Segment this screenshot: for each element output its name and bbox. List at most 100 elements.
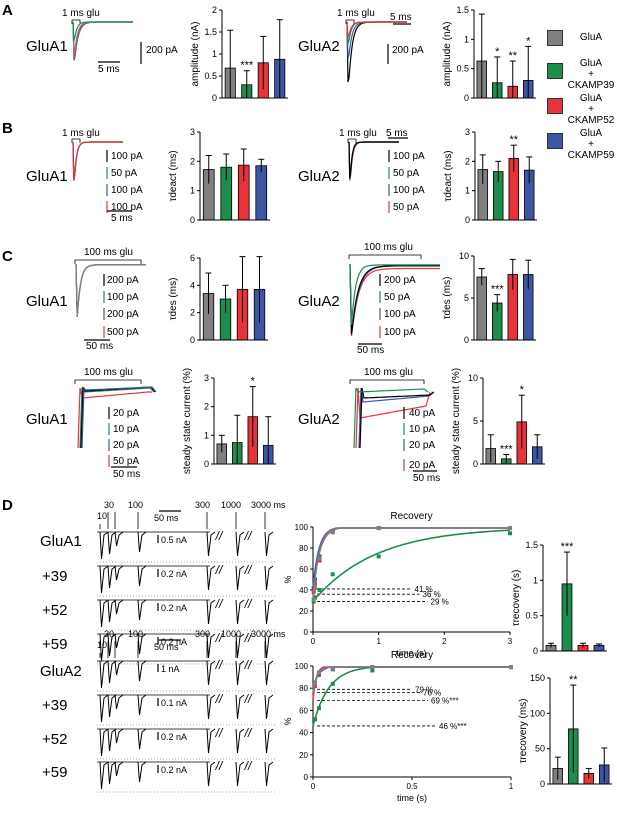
d-row2-0-scale: 1 nA — [161, 664, 180, 674]
c-time2: 50 ms — [357, 345, 385, 356]
panel-label-b: B — [2, 120, 13, 137]
y-axis-label: amplitude (nA) — [442, 21, 453, 86]
pp-pulse-a-0-1 — [107, 531, 117, 555]
legend-swatch-ckamp52 — [547, 98, 563, 114]
a-glu1-bar — [71, 19, 81, 24]
axis-break-mark: // — [215, 658, 224, 672]
pp-pulse-b-3-2 — [114, 761, 124, 777]
c-scale2-1: 50 pA — [384, 292, 411, 303]
y-tick-label: 0.5 — [525, 611, 538, 621]
y-axis-label: % — [283, 717, 293, 725]
data-point-ckamp39 — [370, 668, 375, 673]
axis-break-mark: // — [215, 726, 224, 740]
c3-trace-ckamp39 — [79, 387, 155, 449]
pp-pulse-b-1-3 — [137, 694, 147, 716]
pp-pulse-b-3-6 — [264, 761, 274, 787]
significance-mark: * — [495, 46, 500, 58]
pp-pulse-a-3-5 — [235, 633, 245, 659]
y-axis-label: % — [283, 575, 293, 583]
y-tick-label: 60 — [299, 565, 308, 574]
legend-swatch-ckamp39 — [547, 63, 563, 79]
receptor-label-c-glua1: GluA1 — [26, 293, 68, 310]
d-interval-1000: 1000 — [221, 500, 242, 510]
a-glu2-bar — [345, 19, 355, 24]
pp-pulse-b-2-0 — [99, 728, 109, 757]
y-tick-label: 100 — [295, 662, 309, 671]
d-row2-1-name: +39 — [42, 697, 68, 714]
y-tick-label: 80 — [299, 544, 308, 553]
y-tick-label: 0 — [204, 459, 209, 469]
pp-pulse-a-1-2 — [114, 565, 124, 581]
significance-mark: *** — [500, 444, 514, 456]
data-point-gluA — [311, 597, 316, 602]
pp-pulse-a-1-6 — [264, 565, 274, 591]
b-scale2-1: 50 pA — [393, 168, 420, 179]
bar-gluA — [476, 276, 487, 341]
pp-pulse-a-0-0 — [99, 531, 109, 560]
d-interval-30: 30 — [104, 500, 115, 510]
y-tick-label: 20 — [299, 751, 308, 760]
axis-break-mark: // — [244, 658, 253, 672]
y-tick-label: 0 — [304, 628, 309, 637]
data-point-ckamp39 — [316, 706, 321, 711]
b-scale2-0: 100 pA — [393, 151, 425, 162]
annotation-label: 36 % — [423, 590, 441, 599]
pp-pulse-b-2-2 — [114, 728, 124, 744]
y-axis-label: τdes (ms) — [442, 277, 453, 320]
axis-break-mark: // — [215, 529, 224, 543]
y-tick-label: 0 — [465, 215, 470, 225]
c-scale3-0: 20 pA — [113, 408, 140, 419]
c1-trace-gluA — [75, 263, 146, 317]
pp-pulse-a-2-1 — [107, 599, 117, 623]
c-scale1-2: 200 pA — [107, 309, 139, 320]
pp-pulse-a-3-4 — [206, 633, 216, 659]
bar-ckamp59 — [255, 165, 268, 221]
data-point-gluA — [312, 681, 317, 686]
d-interval-3000: 3000 ms — [251, 500, 286, 510]
fit-curve-ckamp59 — [312, 666, 511, 690]
y-tick-label: 0 — [464, 335, 469, 345]
y-axis-label: τrecovery (s) — [511, 570, 522, 627]
pp-pulse-b-0-4 — [206, 660, 216, 686]
c3-trace-ckamp59 — [81, 386, 157, 449]
y-tick-label: 1 — [204, 430, 209, 440]
data-point-ckamp39 — [317, 588, 322, 592]
d-row2-2-scale: 0.2 nA — [161, 732, 188, 742]
c-glu3-label: 100 ms glu — [84, 367, 133, 378]
a-scale1-y: 200 pA — [146, 45, 178, 56]
data-point-gluA — [316, 670, 321, 675]
y-axis-label: τdeact (ms) — [168, 150, 179, 201]
pp-pulse-b-1-6 — [264, 694, 274, 720]
significance-mark: *** — [561, 541, 575, 553]
c-scale2-3: 100 pA — [384, 327, 416, 338]
significance-mark: *** — [491, 284, 505, 296]
y-tick-label: 40 — [299, 586, 308, 595]
c-glu2-bar — [348, 254, 422, 259]
y-tick-label: 0.5 — [456, 64, 469, 74]
y-tick-label: 5 — [473, 416, 478, 426]
d-row2-3-name: +59 — [42, 764, 68, 781]
d2-interval-10: 10 — [97, 640, 108, 650]
data-point-ckamp39 — [312, 595, 317, 600]
y-tick-label: 20 — [299, 607, 308, 616]
y-tick-label: 0 — [190, 215, 195, 225]
y-tick-label: 1 — [533, 575, 538, 585]
pp-pulse-a-1-0 — [99, 565, 109, 594]
d-row1-1-scale: 0.2 nA — [161, 569, 188, 579]
c-glu1-bar — [74, 259, 142, 264]
d-row1-1-name: +39 — [42, 568, 68, 585]
pp-pulse-a-1-4 — [206, 565, 216, 591]
legend-label-glua: GluA — [579, 32, 603, 43]
y-axis-label: τdes (ms) — [168, 278, 179, 321]
y-tick-label: 1 — [212, 49, 217, 59]
panel-label-a: A — [2, 2, 13, 19]
data-point-ckamp39 — [508, 531, 512, 536]
significance-mark: ** — [509, 134, 518, 146]
c-glu1-label: 100 ms glu — [84, 247, 133, 258]
